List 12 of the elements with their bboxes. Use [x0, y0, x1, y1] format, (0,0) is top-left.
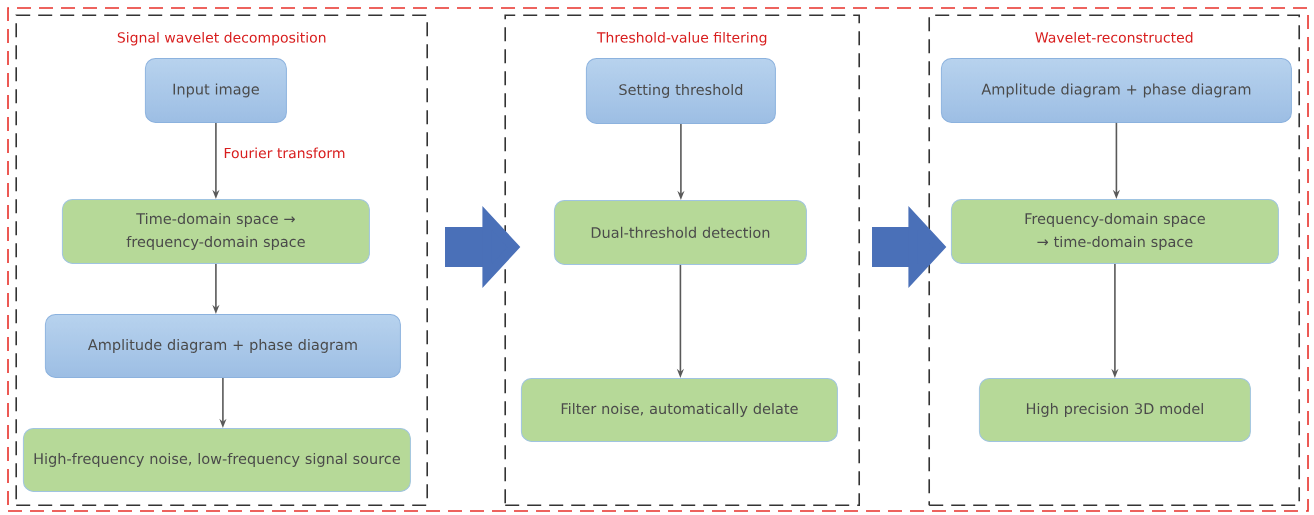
process-box: Dual-threshold detection [553, 199, 807, 265]
process-box: Setting threshold [585, 57, 776, 124]
process-box: High-frequency noise, low-frequency signal source [22, 427, 411, 492]
process-box: Input image [144, 57, 287, 123]
process-box: Amplitude diagram + phase diagram [940, 57, 1292, 123]
process-box: Amplitude diagram + phase diagram [44, 313, 401, 378]
process-box: Time-domain space → frequency-domain space [61, 198, 370, 264]
process-box: Frequency-domain space → time-domain space [950, 198, 1279, 264]
outer-frame [7, 7, 1309, 512]
edge-label: Fourier transform [224, 147, 345, 159]
process-box: High precision 3D model [978, 377, 1251, 442]
process-box: Filter noise, automatically delate [520, 377, 838, 442]
